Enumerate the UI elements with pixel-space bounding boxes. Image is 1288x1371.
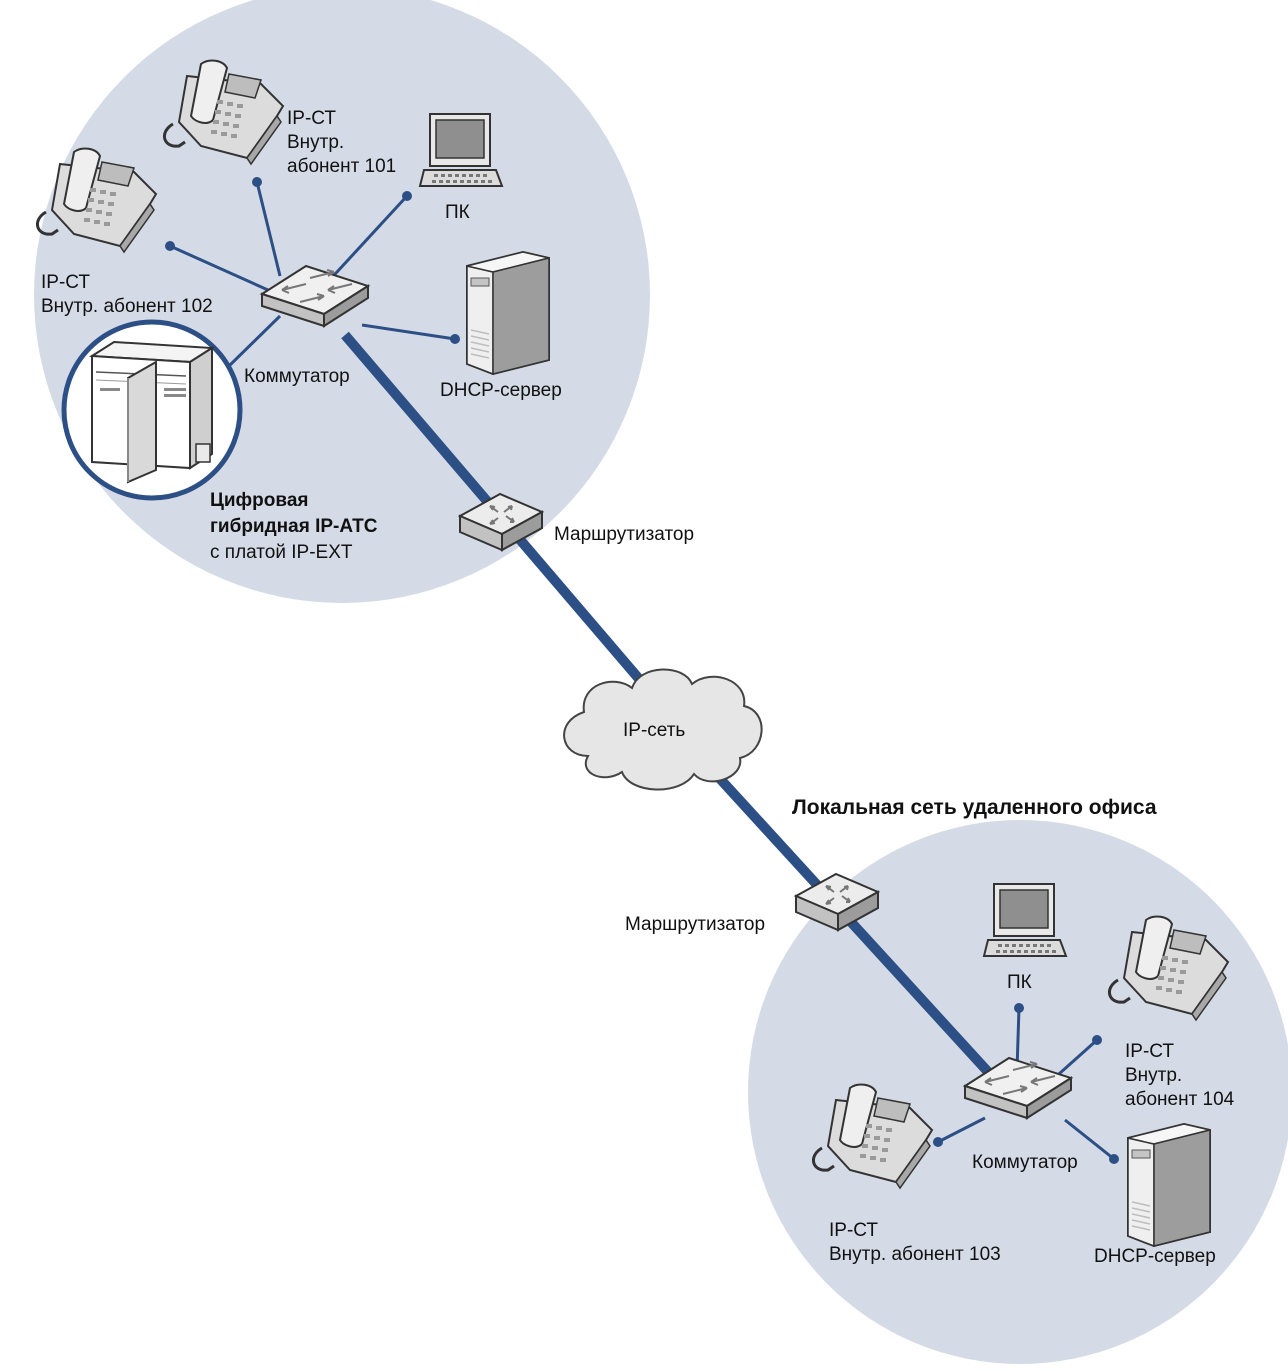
dhcp-remote-label: DHCP-сервер xyxy=(1094,1246,1216,1267)
node-dot xyxy=(1092,1035,1102,1045)
pbx-label-2: гибридная IP-АТС xyxy=(210,516,378,537)
pbx-icon xyxy=(88,340,216,484)
node-dot xyxy=(933,1137,943,1147)
switch-label: Коммутатор xyxy=(244,366,350,387)
phone-103-label-1: IP-СТ xyxy=(829,1220,878,1241)
link-switch-dhcp-remote xyxy=(1064,1118,1115,1161)
phone-102-label-2: Внутр. абонент 102 xyxy=(41,296,213,317)
ip-network-cloud xyxy=(563,668,763,791)
node-dot xyxy=(1109,1154,1119,1164)
phone-104-label-2: Внутр. xyxy=(1125,1065,1182,1086)
phone-102-label-1: IP-СТ xyxy=(41,272,90,293)
phone-101-label-1: IP-СТ xyxy=(287,108,336,129)
phone-101-label-3: абонент 101 xyxy=(287,156,396,177)
link-switch-phone101 xyxy=(255,181,282,277)
pc-label: ПК xyxy=(445,202,470,223)
pbx-label-3: с платой IP-EXT xyxy=(210,542,353,563)
dhcp-server-icon xyxy=(466,251,550,375)
phone-101-label-2: Внутр. xyxy=(287,132,344,153)
pc-remote-label: ПК xyxy=(1007,972,1032,993)
link-switch-pbx xyxy=(227,314,282,368)
node-dot xyxy=(450,334,460,344)
phone-104-label-3: абонент 104 xyxy=(1125,1089,1235,1110)
link-switch-phone103 xyxy=(937,1116,986,1144)
link-switch-phone102 xyxy=(169,244,269,292)
node-dot xyxy=(402,191,412,201)
router-label: Маршрутизатор xyxy=(554,524,694,545)
router-remote-label: Маршрутизатор xyxy=(625,914,765,935)
pbx-inset xyxy=(61,319,243,501)
phone-103-label-2: Внутр. абонент 103 xyxy=(829,1244,1001,1265)
link-switch-dhcp xyxy=(361,323,456,341)
pc-remote-icon xyxy=(983,883,1067,957)
phone-104-label-1: IP-СТ xyxy=(1125,1041,1174,1062)
remote-office-title: Локальная сеть удаленного офиса xyxy=(792,796,1157,819)
pbx-label-1: Цифровая xyxy=(210,490,308,511)
node-dot xyxy=(252,177,262,187)
dhcp-server-remote-icon xyxy=(1127,1123,1211,1247)
dhcp-label: DHCP-сервер xyxy=(440,380,562,401)
node-dot xyxy=(165,241,175,251)
node-dot xyxy=(1014,1003,1024,1013)
ip-network-label: IP-сеть xyxy=(623,720,685,741)
switch-remote-label: Коммутатор xyxy=(972,1152,1078,1173)
link-switch-pc xyxy=(323,194,409,287)
pc-icon xyxy=(419,113,503,187)
